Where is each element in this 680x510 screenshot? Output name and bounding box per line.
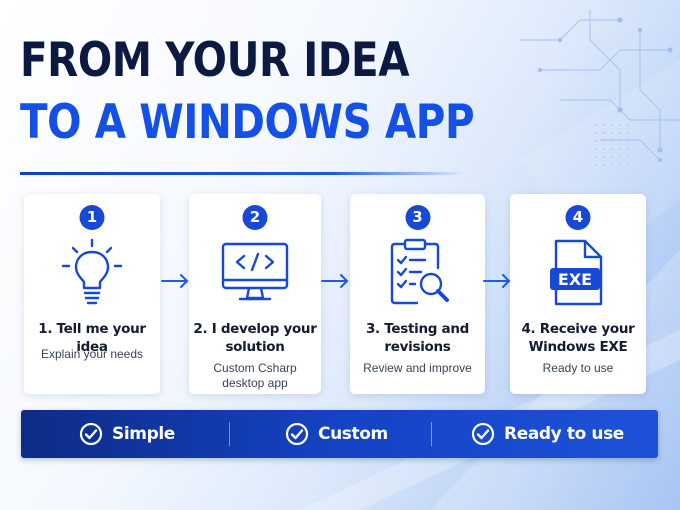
step-description: Explain your needs (40, 347, 144, 361)
step-card-1: 1 1. Tell me your idea Explain your need… (24, 194, 160, 394)
feature-label: Custom (318, 424, 388, 444)
step-title: 3. Testing and revisions (365, 321, 470, 355)
step-description: Review and improve (363, 361, 472, 375)
step-title: 1. Tell me your idea (38, 321, 146, 355)
feature-divider (431, 422, 432, 446)
code-monitor-icon (221, 242, 289, 301)
check-circle-icon (79, 422, 103, 446)
clipboard-magnifier-icon (390, 238, 449, 305)
lightbulb-icon (61, 238, 123, 305)
step-title: 4. Receive your Windows EXE (521, 321, 635, 355)
headline-line-2: TO A WINDOWS APP (20, 95, 475, 150)
step-number-badge: 1 (79, 205, 105, 230)
arrow-right-icon (161, 274, 188, 288)
step-card-2: 2 2. I develop your solution Custom Csha… (189, 194, 321, 394)
feature-divider (229, 422, 230, 446)
feature-custom: Custom (285, 410, 388, 458)
step-number-badge: 4 (565, 205, 591, 230)
step-description: Custom Csharp desktop app (213, 361, 297, 390)
step-number-badge: 3 (405, 205, 430, 230)
arrow-right-icon (321, 274, 348, 288)
step-number-badge: 2 (242, 205, 268, 230)
exe-file-icon: EXE (550, 239, 603, 306)
feature-ready-to-use: Ready to use (471, 410, 624, 458)
step-card-4: 4 EXE 4. Receive your Windows EXE Ready … (510, 194, 646, 394)
arrow-right-icon (483, 274, 510, 288)
feature-label: Simple (112, 424, 175, 444)
check-circle-icon (471, 422, 495, 446)
exe-label: EXE (558, 270, 592, 289)
headline-underline (20, 172, 466, 175)
step-card-3: 3 3. Testing and revisions Review and im… (350, 194, 485, 394)
feature-bar: Simple Custom Ready to use (21, 410, 658, 458)
feature-simple: Simple (79, 410, 175, 458)
check-circle-icon (285, 422, 309, 446)
feature-label: Ready to use (504, 424, 624, 444)
step-description: Ready to use (542, 361, 614, 375)
step-title: 2. I develop your solution (193, 321, 317, 355)
headline-line-1: FROM YOUR IDEA (20, 33, 410, 88)
